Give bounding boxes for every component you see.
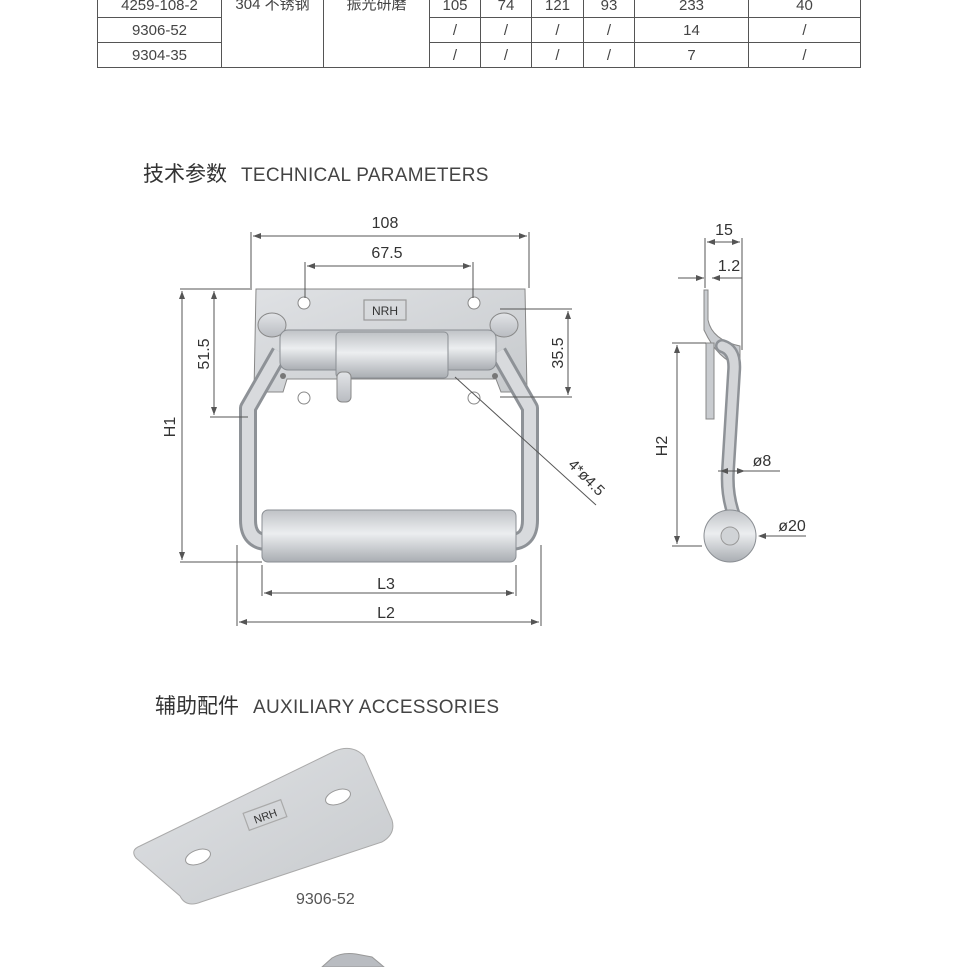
value-cell: /: [480, 42, 532, 68]
brand-logo-text: NRH: [372, 304, 398, 318]
dim-right-height: 35.5: [550, 337, 567, 368]
value-cell: /: [429, 17, 481, 43]
model-cell: 9306-52: [97, 17, 222, 43]
value-cell: /: [748, 42, 861, 68]
tech-params-heading: 技术参数 TECHNICAL PARAMETERS: [143, 158, 489, 188]
mounting-hole: [297, 391, 311, 405]
value-cell: /: [531, 17, 584, 43]
dim-wire-dia: ø8: [753, 453, 772, 470]
dim-side-depth: 15: [715, 222, 733, 239]
dim-width: 108: [372, 215, 399, 232]
accessories-title-en: AUXILIARY ACCESSORIES: [253, 697, 500, 718]
value-cell: /: [583, 17, 635, 43]
model-cell: 4259-108-2: [97, 0, 222, 18]
value-cell: 7: [634, 42, 749, 68]
dim-h1: H1: [162, 417, 179, 438]
mounting-hole: [467, 296, 481, 310]
grip-tube: [261, 509, 517, 563]
dim-side-thickness: 1.2: [718, 258, 740, 275]
accessories-heading: 辅助配件 AUXILIARY ACCESSORIES: [155, 690, 499, 720]
accessory-plate-image: NRH: [133, 747, 394, 905]
material-cell: 304 不锈钢: [221, 0, 324, 68]
dim-hole-note: 4*ø4.5: [565, 456, 608, 499]
dim-hole-spacing: 67.5: [371, 245, 402, 262]
accessory-label: 9306-52: [296, 891, 355, 908]
table-row: 9306-52 / / / / 14 /: [97, 17, 861, 43]
accessory-plate-image-2: [321, 953, 385, 967]
value-cell: /: [480, 17, 532, 43]
mounting-hole: [467, 391, 481, 405]
table-row: 9304-35 / / / / 7 /: [97, 42, 861, 68]
brand-logo: [363, 299, 407, 321]
dim-grip-dia: ø20: [778, 518, 806, 535]
value-cell: 14: [634, 17, 749, 43]
value-cell: /: [583, 42, 635, 68]
dim-l2: L2: [377, 605, 395, 622]
accessories-title-cn: 辅助配件: [155, 694, 239, 718]
value-cell: /: [531, 42, 584, 68]
mounting-hole: [297, 296, 311, 310]
model-cell: 9304-35: [97, 42, 222, 68]
tech-params-title-en: TECHNICAL PARAMETERS: [241, 165, 489, 186]
dim-h2: H2: [654, 436, 671, 457]
spec-table: 4259-108-2 304 不锈钢 振光研磨 105 74 121 93 23…: [97, 0, 861, 68]
tech-params-title-cn: 技术参数: [143, 162, 227, 186]
dim-l3: L3: [377, 576, 395, 593]
dim-left-height: 51.5: [196, 338, 213, 369]
